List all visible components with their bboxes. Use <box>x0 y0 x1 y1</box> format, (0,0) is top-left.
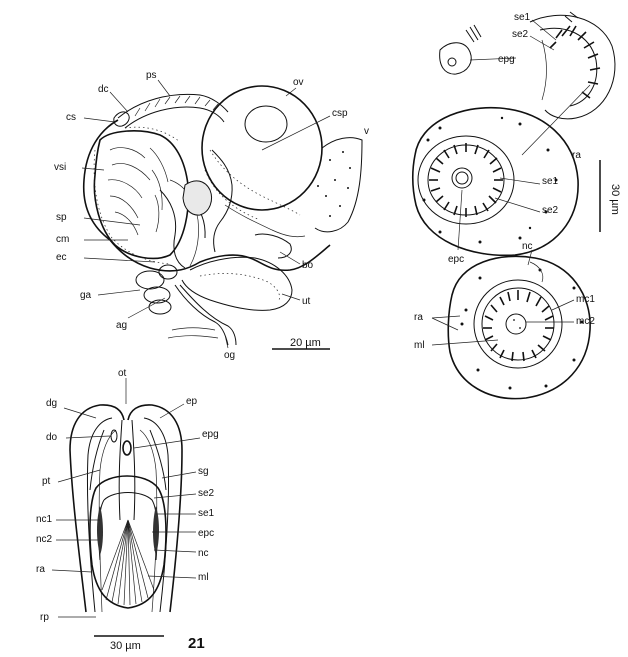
right-leaders <box>431 19 591 346</box>
label-se2-top: se2 <box>512 29 529 40</box>
label-ml-lower: ml <box>414 340 425 351</box>
label-epg-top: epg <box>498 54 515 65</box>
seminal-vesicle-outline <box>93 130 190 260</box>
label-mc1: mc1 <box>576 294 595 305</box>
scale-label-top-left: 20 µm <box>290 337 321 349</box>
body-section-drawing <box>82 85 363 346</box>
label-epg-bot: epg <box>202 429 219 440</box>
ovary <box>201 85 323 211</box>
label-ut: ut <box>302 296 311 307</box>
bottom-labels: ot dg ep do epg pt sg se2 nc1 se1 nc2 ep… <box>36 368 219 623</box>
v-region-outline <box>314 137 363 233</box>
middle-radial-bars <box>429 143 503 217</box>
label-sg: sg <box>198 466 209 477</box>
label-epc-bot: epc <box>198 528 214 539</box>
body-outline <box>82 119 331 272</box>
scale-label-right: 30 µm <box>609 184 621 215</box>
label-ra-mid: ra <box>572 150 581 161</box>
bulb-outline <box>89 475 167 609</box>
lower-radial-bars <box>483 290 554 362</box>
label-ra-bot: ra <box>36 564 45 575</box>
label-ra-lower: ra <box>414 312 423 323</box>
label-dg: dg <box>46 398 57 409</box>
label-nc1: nc1 <box>36 514 53 525</box>
section-top-right <box>529 11 616 120</box>
label-se1-bot: se1 <box>198 508 215 519</box>
label-ep: ep <box>186 396 198 407</box>
label-nc2: nc2 <box>36 534 53 545</box>
right-labels: se1 se2 epg ra se1 se2 epc nc ra mc1 mc2… <box>414 12 595 351</box>
label-do: do <box>46 432 58 443</box>
top-left-leaders <box>81 79 331 349</box>
section-lower-right <box>447 255 591 400</box>
label-bo: bo <box>302 260 314 271</box>
label-cs: cs <box>66 112 76 123</box>
label-ml-bot: ml <box>198 572 209 583</box>
label-ec: ec <box>56 252 67 263</box>
label-ps: ps <box>146 70 157 81</box>
label-rp: rp <box>40 612 49 623</box>
top-left-labels: ps dc ov cs csp v vsi sp cm ec bo ga ut … <box>54 70 369 361</box>
label-ot: ot <box>118 368 127 379</box>
ps-strip <box>117 93 229 119</box>
label-se1-mid: se1 <box>542 176 559 187</box>
bo-bulge <box>254 233 292 259</box>
label-sp: sp <box>56 212 67 223</box>
muscle-fibers <box>101 519 155 606</box>
label-se1-top: se1 <box>514 12 531 23</box>
label-dc: dc <box>98 84 109 95</box>
label-nc-bot: nc <box>198 548 209 559</box>
label-nc-lower: nc <box>522 241 533 252</box>
scale-label-bottom-left: 30 µm <box>110 640 141 652</box>
section-middle-right <box>412 106 579 257</box>
figure-number: 21 <box>188 635 205 652</box>
label-mc2: mc2 <box>576 316 595 327</box>
label-csp: csp <box>332 108 348 119</box>
label-cm: cm <box>56 234 69 245</box>
label-epc-mid: epc <box>448 254 464 265</box>
label-ag: ag <box>116 320 127 331</box>
label-ga: ga <box>80 290 92 301</box>
label-pt: pt <box>42 476 51 487</box>
small-specimen <box>439 24 482 75</box>
label-vsi: vsi <box>54 162 66 173</box>
label-v: v <box>364 126 369 137</box>
bottom-leaders <box>51 378 201 618</box>
label-se2-mid: se2 <box>542 205 559 216</box>
ovary-nucleus <box>244 105 288 143</box>
bottom-section-drawing <box>69 404 183 613</box>
ga-lobes <box>135 264 178 315</box>
label-og: og <box>224 350 235 361</box>
label-ov: ov <box>293 77 304 88</box>
uterus-loop <box>181 256 293 311</box>
label-se2-bot: se2 <box>198 488 215 499</box>
